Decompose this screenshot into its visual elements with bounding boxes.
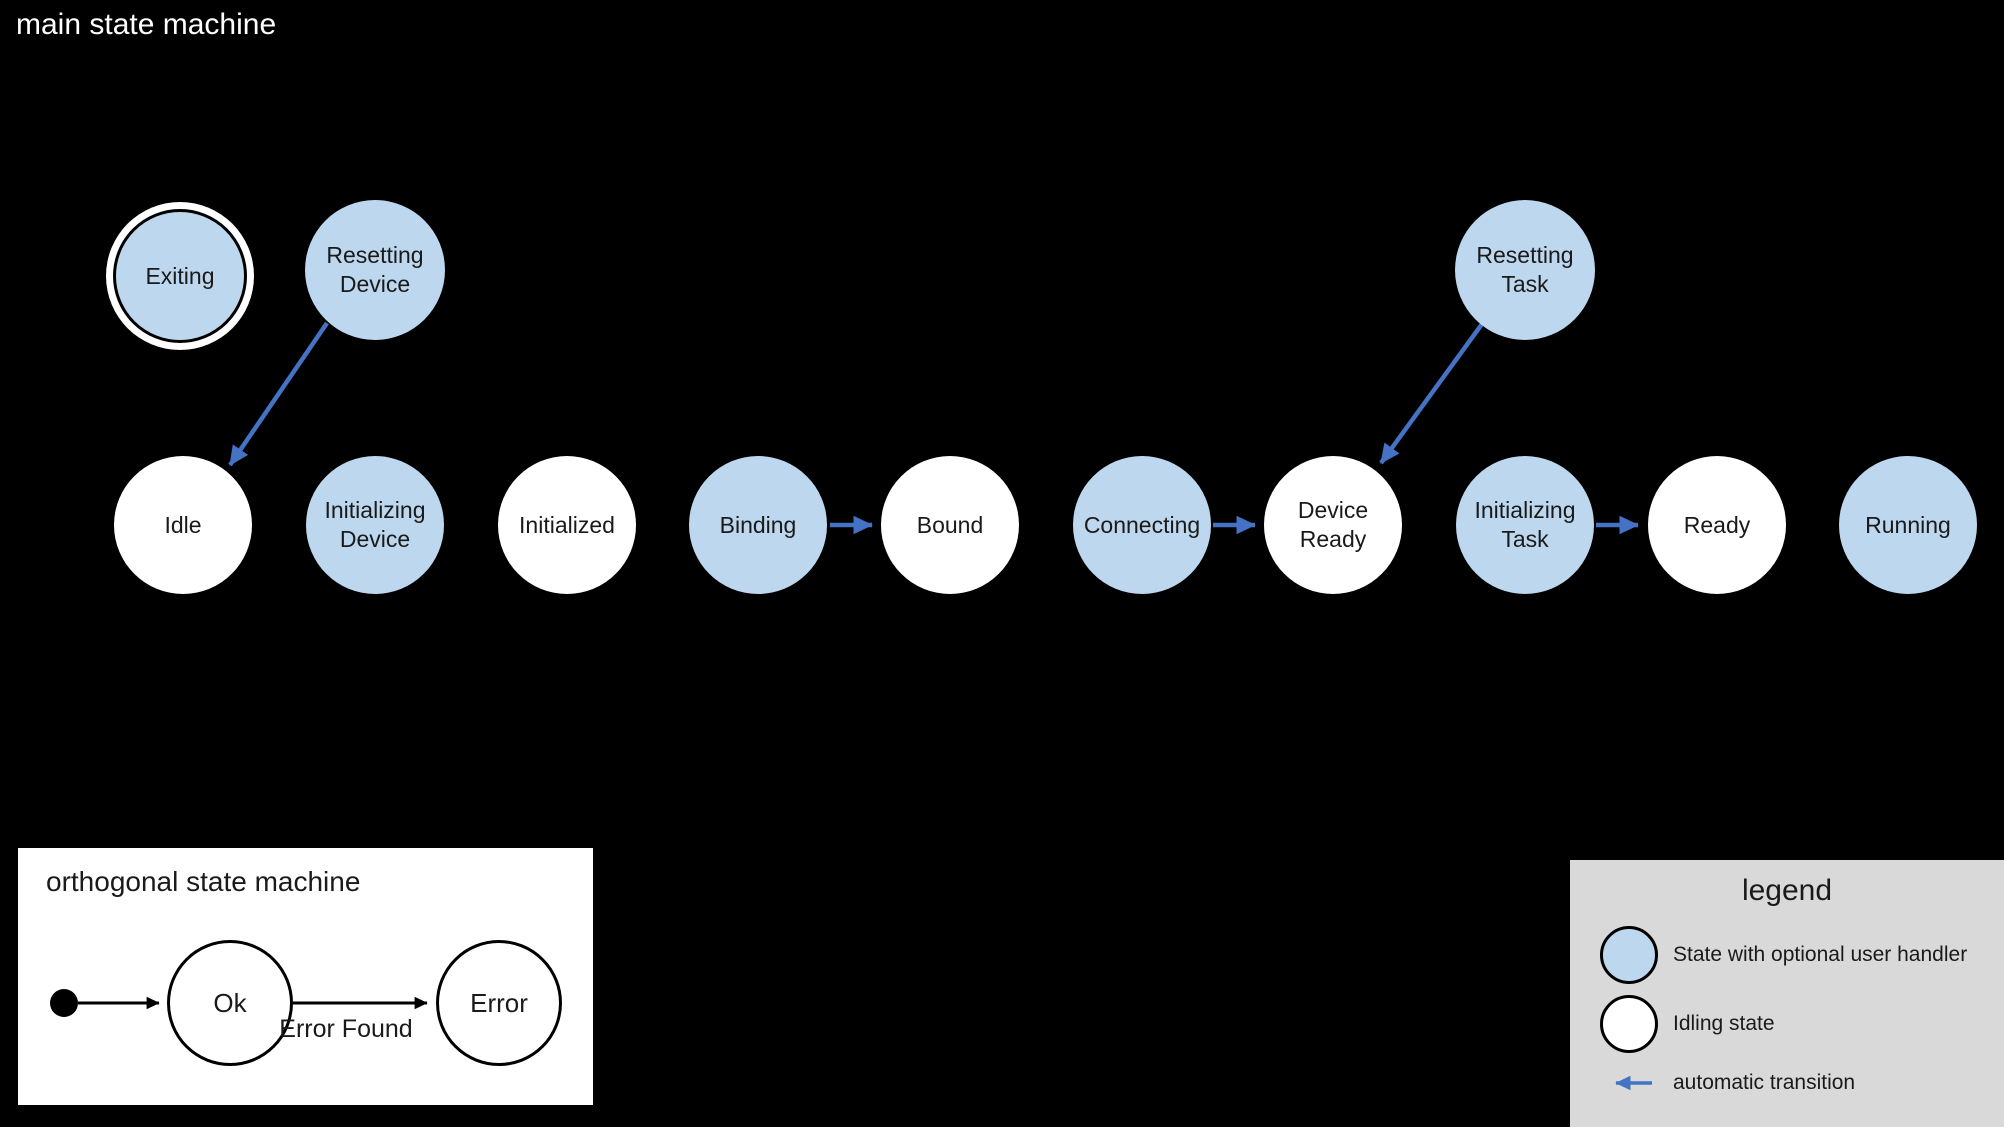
transition-arrow-resetting-task-to-device-ready (1379, 322, 1484, 465)
orthogonal-diagram-title: orthogonal state machine (46, 866, 361, 897)
state-label: Initializing Device (324, 497, 426, 552)
state-label: Initialized (519, 511, 615, 538)
main-diagram-title: main state machine (16, 8, 277, 41)
state-initializing-device: Initializing Device (306, 456, 444, 594)
state-label: Error (470, 987, 528, 1018)
state-label: Device Ready (1297, 497, 1369, 552)
state-binding: Binding (689, 456, 827, 594)
legend-title: legend (1741, 874, 1833, 907)
state-connecting: Connecting (1073, 456, 1211, 594)
state-label: Binding (719, 511, 797, 538)
legend-item-label: automatic transition (1673, 1071, 1856, 1094)
state-label: Idle (164, 511, 202, 538)
legend-panel: legend State with optional user handler … (1570, 860, 2004, 1127)
idling-state-circle-icon (1600, 995, 1658, 1053)
state-label: Bound (916, 511, 984, 538)
state-label: Connecting (1083, 511, 1201, 538)
state-error: Error (436, 940, 562, 1066)
legend-item-label: State with optional user handler (1673, 943, 1968, 966)
state-label: Ready (1683, 511, 1751, 538)
state-running: Running (1839, 456, 1977, 594)
state-label: Exiting (145, 262, 215, 289)
handler-state-circle-icon (1600, 926, 1658, 984)
state-idle: Idle (114, 456, 252, 594)
automatic-transition-arrow-icon (1615, 1075, 1652, 1091)
legend-item-label: Idling state (1673, 1012, 1775, 1035)
state-label: Ok (213, 987, 247, 1018)
legend-item-handler-state: State with optional user handler (1600, 926, 1967, 984)
state-device-ready: Device Ready (1264, 456, 1402, 594)
state-initialized: Initialized (498, 456, 636, 594)
state-bound: Bound (881, 456, 1019, 594)
legend-item-idling-state: Idling state (1600, 995, 1775, 1053)
state-resetting-device: Resetting Device (305, 200, 445, 340)
state-exiting: Exiting (113, 209, 247, 343)
state-resetting-task: Resetting Task (1455, 200, 1595, 340)
orthogonal-state-machine-panel: orthogonal state machine Ok Error (18, 848, 593, 1105)
state-ok: Ok (167, 940, 293, 1066)
state-label: Initializing Task (1474, 497, 1576, 552)
legend-item-automatic-transition: automatic transition (1600, 1069, 1855, 1097)
transition-arrow-resetting-device-to-idle (228, 321, 329, 467)
state-ready: Ready (1648, 456, 1786, 594)
state-label: Running (1865, 511, 1951, 538)
transition-label-error-found: Error Found (279, 1015, 413, 1043)
state-label: Resetting Device (326, 242, 424, 297)
initial-state-dot (50, 989, 78, 1017)
state-initializing-task: Initializing Task (1456, 456, 1594, 594)
state-label: Resetting Task (1476, 242, 1574, 297)
